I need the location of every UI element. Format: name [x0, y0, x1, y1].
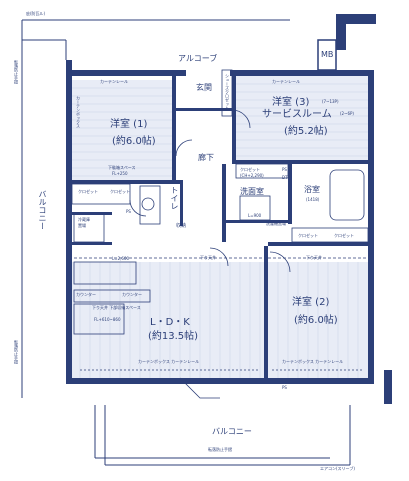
western2-name: 洋室 (2): [292, 297, 330, 308]
ps-label-toilet: PS: [126, 209, 131, 214]
ps-label-wash: PS: [282, 167, 287, 172]
western1-name: 洋室 (1): [110, 119, 148, 130]
closet-w1-a: クロゼット: [78, 189, 98, 194]
closet-w2-a: クロゼット: [298, 233, 318, 238]
curtain-box-rail-w2: カーテンボックス カーテンレール: [282, 359, 344, 364]
ceiling-label-w2: 下り天井: [306, 255, 322, 260]
ldk-size: (約13.5帖): [148, 331, 199, 342]
counter-label-a: カウンター: [76, 292, 96, 297]
curtain-rail-w1: カーテンレール: [100, 79, 128, 84]
closet-w2-b: クロゼット: [334, 233, 354, 238]
western3-sub: サービスルーム: [262, 109, 332, 120]
dt-label: DT: [282, 175, 288, 180]
kitchen-length: L=2,600: [112, 256, 130, 261]
western2-size: (約6.0帖): [294, 315, 338, 326]
western3-note1: (7~13P): [322, 99, 339, 104]
handrail-left-top: 転落防止手摺: [14, 60, 19, 84]
ldk-floor: [72, 262, 264, 378]
bath-label: 浴室: [304, 185, 320, 194]
balcony-bottom-label: バルコニー: [212, 427, 252, 436]
closet-w3: クロゼット: [240, 167, 260, 172]
closet-w3-size: (CH+2,290): [240, 173, 264, 178]
hall-label: 廊下: [198, 153, 214, 162]
pipe-label: PS: [282, 385, 287, 390]
wall-outer-right: [368, 70, 374, 380]
wash-label: 洗面室: [240, 187, 264, 196]
wall-outer-left: [66, 60, 72, 380]
bath-size: (1418): [306, 197, 320, 202]
entrance-label: 玄関: [196, 83, 212, 92]
handrail-left-bottom: 転落防止手摺: [14, 340, 19, 364]
wash-length: L=900: [248, 213, 262, 218]
curtain-rail-w3: カーテンレール: [272, 79, 300, 84]
western1-size: (約6.0帖): [112, 136, 156, 147]
western1-floor: [72, 80, 172, 180]
eave-label: 庇(防瓦ル): [26, 11, 46, 16]
ceiling-note-h: FL+610~860: [94, 317, 121, 322]
balcony-bottom-rail: 転落防止手摺: [208, 447, 232, 452]
balcony-left-label: バルコニー: [38, 190, 47, 230]
wall-outer-bottom: [66, 378, 374, 384]
desk-space-h: FL+250: [112, 171, 128, 176]
closet-w1-b: クロゼット: [110, 189, 130, 194]
desk-space-label: 下駄箱スペース: [108, 165, 136, 170]
fridge-space-label: 置場: [78, 223, 86, 228]
wall-outer-top: [66, 70, 186, 76]
western3-size: (約5.2帖): [284, 126, 328, 137]
ceiling-note: 下り天井 下部収納スペース: [92, 305, 141, 310]
western3-note2: (2~6P): [340, 111, 354, 116]
shoe-closet-label: シューズクロゼット: [225, 74, 230, 110]
mb-label: MB: [321, 50, 334, 59]
washer-label: 洗濯機置場: [266, 221, 286, 226]
ceiling-label-ldk: 下り天井: [200, 255, 216, 260]
curtain-box-w1: カーテンボックス: [76, 96, 81, 128]
storage-label: 収納: [176, 223, 187, 229]
fridge-label: 冷蔵庫: [78, 217, 90, 222]
counter-label-b: カウンター: [122, 292, 142, 297]
aircon-label: エアコン(スリーブ): [320, 466, 355, 471]
alcove-label: アルコーブ: [178, 54, 218, 63]
western3-name: 洋室 (3): [272, 97, 310, 108]
western3-floor: [236, 76, 368, 160]
curtain-box-rail-ldk: カーテンボックス カーテンレール: [138, 359, 200, 364]
toilet-label: トイレ: [170, 186, 179, 210]
ldk-name: L・D・K: [150, 317, 190, 328]
